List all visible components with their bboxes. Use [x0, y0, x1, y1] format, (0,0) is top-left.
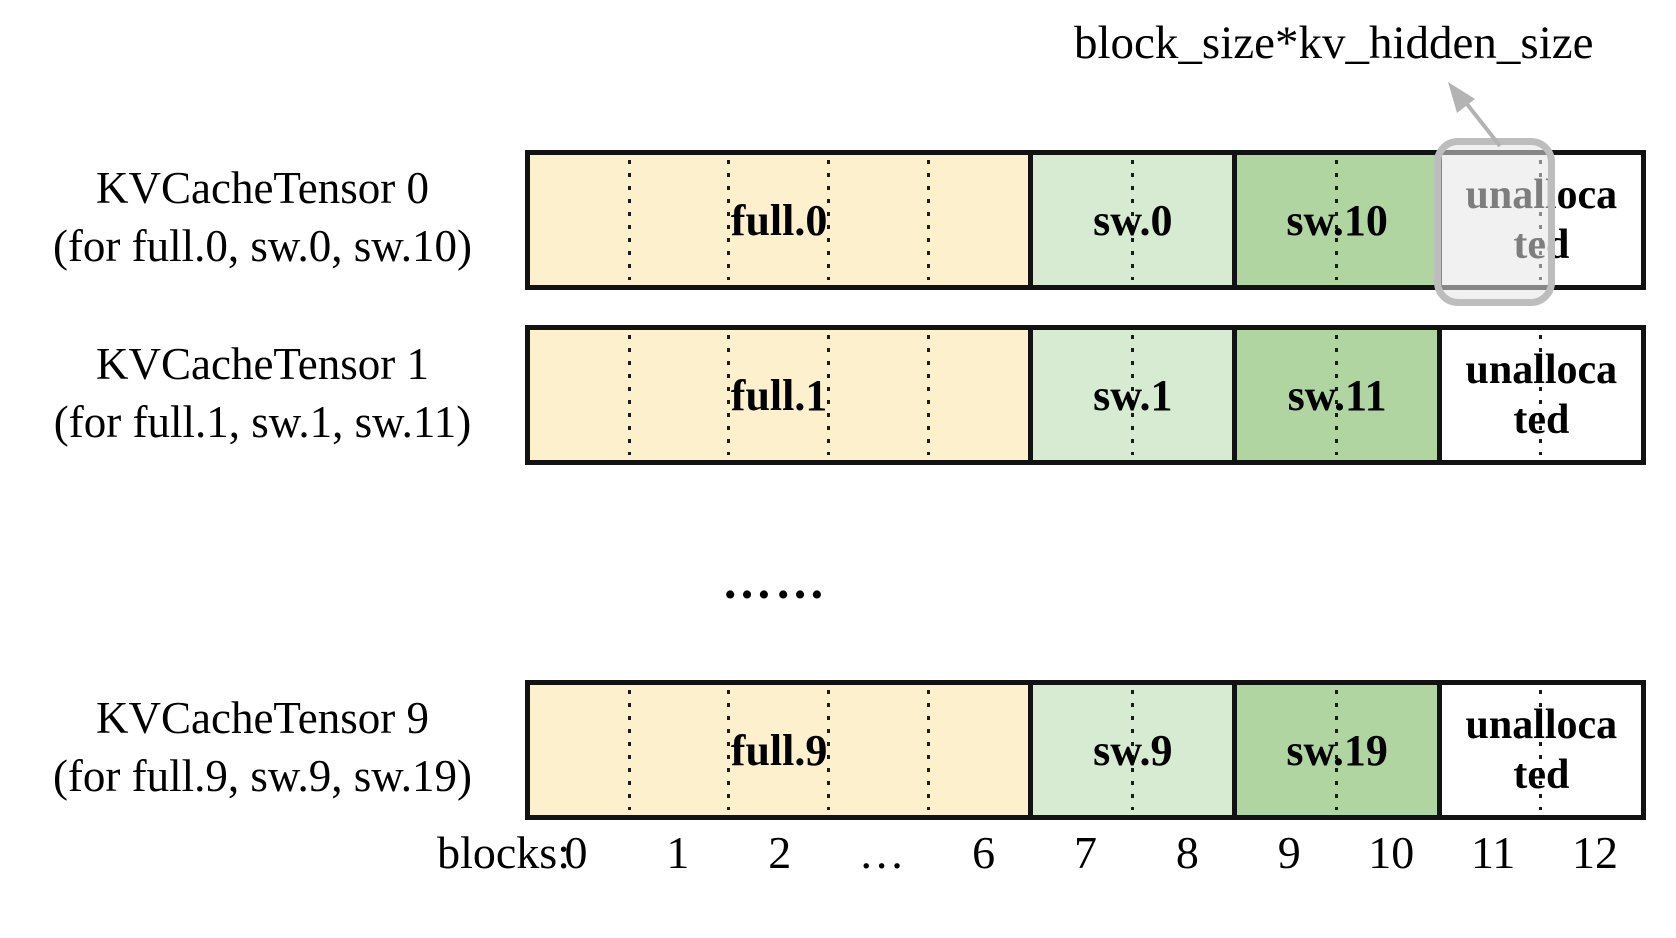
axis-tick: 8	[1175, 827, 1199, 878]
block-grid	[530, 333, 1028, 457]
segment-sw-0: sw.0	[1028, 155, 1233, 285]
segment-sw-19: sw.19	[1232, 685, 1437, 815]
segment-label: sw.9	[1093, 725, 1173, 775]
block-grid	[1033, 158, 1232, 282]
segment-sw-9: sw.9	[1028, 685, 1233, 815]
axis-tick: 1	[666, 827, 690, 878]
kv-cache-tensor-9-bar: full.9 sw.9 sw.19 unallocated	[525, 680, 1646, 820]
row-label-tensor-0: KVCacheTensor 0 (for full.0, sw.0, sw.10…	[15, 160, 510, 275]
segment-label: unallocated	[1465, 346, 1618, 443]
blocks-axis-label: blocks:	[437, 827, 570, 878]
segment-full-9: full.9	[530, 685, 1029, 815]
kv-cache-tensor-1-bar: full.1 sw.1 sw.11 unallocated	[525, 325, 1646, 465]
block-grid	[1442, 333, 1641, 457]
block-grid	[1033, 688, 1232, 812]
segment-label: sw.19	[1286, 725, 1388, 775]
axis-tick: 11	[1470, 827, 1516, 878]
axis-tick: 9	[1277, 827, 1301, 878]
block-grid	[1033, 333, 1232, 457]
block-grid	[1237, 333, 1436, 457]
segment-sw-10: sw.10	[1232, 155, 1437, 285]
axis-tick: …	[858, 827, 905, 878]
segment-label: full.1	[730, 370, 828, 420]
tensor-9-subtitle: (for full.9, sw.9, sw.19)	[52, 750, 473, 801]
tensor-1-subtitle: (for full.1, sw.1, sw.11)	[53, 396, 472, 447]
block-highlight-box	[1434, 138, 1555, 306]
block-grid	[530, 688, 1028, 812]
axis-tick: 12	[1572, 827, 1619, 878]
block-grid	[1442, 688, 1641, 812]
tensor-1-title: KVCacheTensor 1	[96, 339, 429, 389]
segment-label: sw.11	[1287, 370, 1387, 420]
tensor-9-title: KVCacheTensor 9	[96, 693, 429, 743]
segment-label: sw.10	[1286, 195, 1388, 245]
blocks-axis-ticks: 0 1 2 … 6 7 8 9 10 11 12	[525, 826, 1646, 879]
segment-label: sw.1	[1093, 370, 1173, 420]
segment-full-1: full.1	[530, 330, 1029, 460]
segment-label: full.0	[730, 195, 828, 245]
rows-ellipsis: ……	[722, 553, 828, 609]
segment-label: full.9	[730, 725, 828, 775]
block-grid	[1237, 688, 1436, 812]
axis-tick: 7	[1073, 827, 1097, 878]
row-label-tensor-1: KVCacheTensor 1 (for full.1, sw.1, sw.11…	[15, 336, 510, 451]
axis-tick: 10	[1368, 827, 1415, 878]
block-size-annotation: block_size*kv_hidden_size	[1074, 17, 1594, 69]
segment-unallocated-1: unallocated	[1436, 330, 1641, 460]
row-label-tensor-9: KVCacheTensor 9 (for full.9, sw.9, sw.19…	[15, 690, 510, 805]
tensor-0-subtitle: (for full.0, sw.0, sw.10)	[52, 220, 473, 271]
segment-label: unallocated	[1465, 701, 1618, 798]
axis-tick: 2	[768, 827, 792, 878]
segment-sw-11: sw.11	[1232, 330, 1437, 460]
tensor-0-title: KVCacheTensor 0	[96, 163, 429, 213]
segment-label: sw.0	[1093, 195, 1173, 245]
axis-tick: 6	[972, 827, 996, 878]
axis-tick: 0	[564, 827, 588, 878]
block-grid	[1237, 158, 1436, 282]
block-grid	[530, 158, 1028, 282]
segment-unallocated-9: unallocated	[1436, 685, 1641, 815]
segment-full-0: full.0	[530, 155, 1029, 285]
segment-sw-1: sw.1	[1028, 330, 1233, 460]
